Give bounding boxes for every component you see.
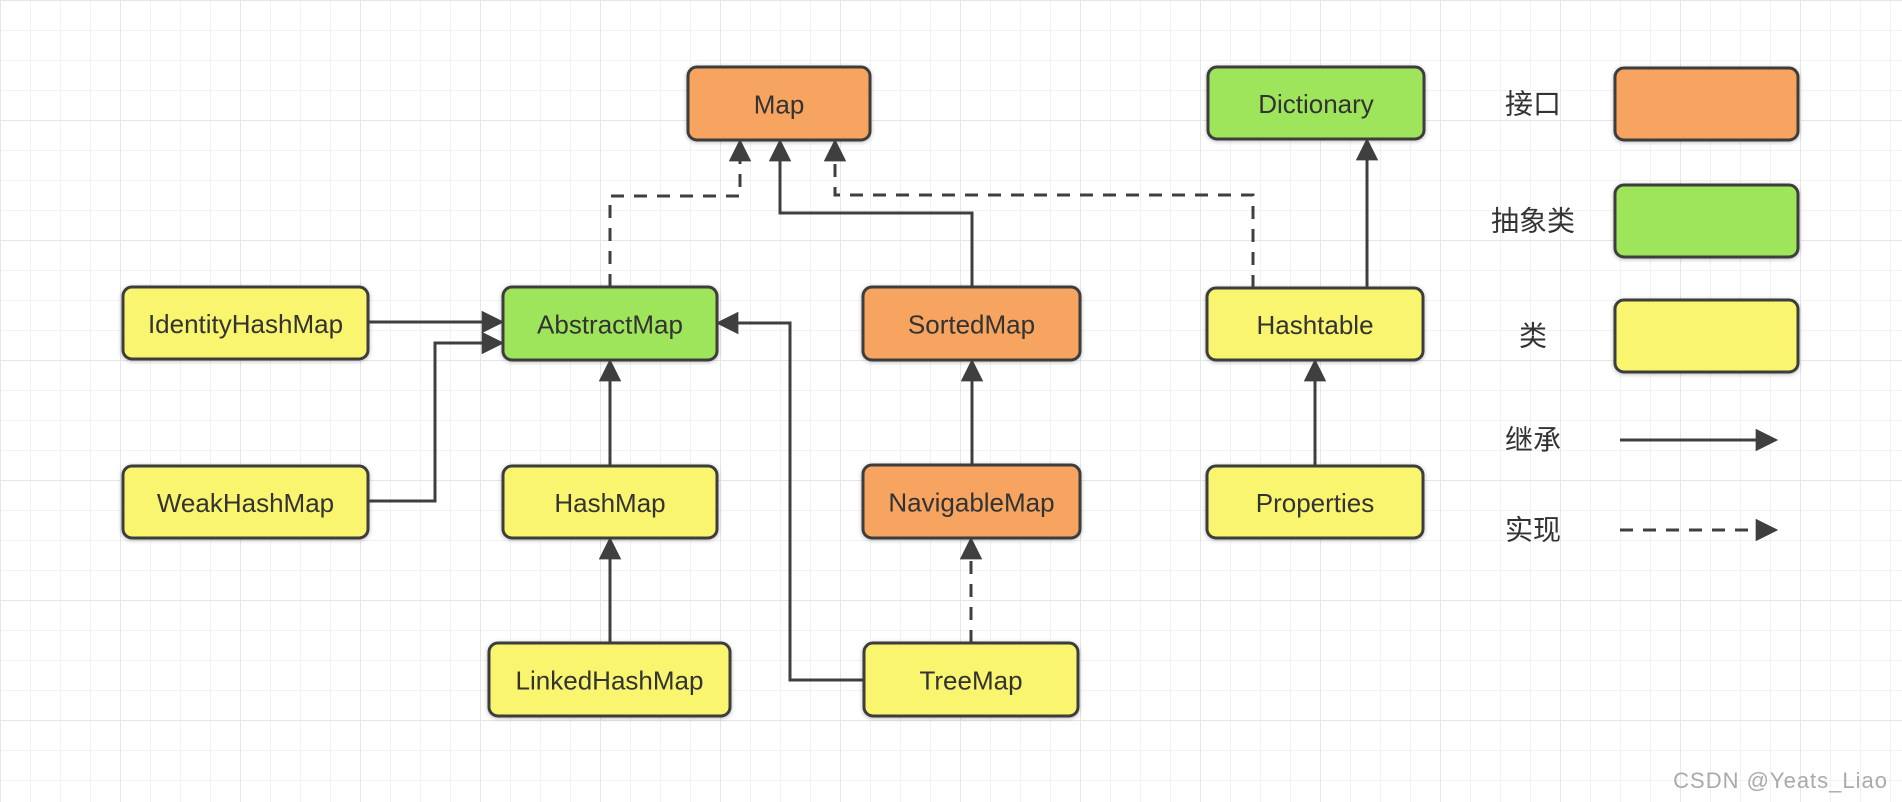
node-properties: Properties [1205, 464, 1425, 540]
node-label: AbstractMap [537, 310, 683, 340]
node-hashtable: Hashtable [1205, 286, 1425, 362]
legend-label: 接口 [1505, 89, 1561, 120]
legend-item-abstract: 抽象类 [1491, 183, 1800, 259]
legend-label: 类 [1519, 321, 1547, 352]
node-label: Hashtable [1256, 310, 1373, 340]
legend-swatch-class [1613, 298, 1800, 374]
node-label: IdentityHashMap [148, 309, 343, 339]
node-box-abstract [1206, 65, 1426, 141]
node-box-interface [861, 463, 1082, 540]
node-dictionary: Dictionary [1206, 65, 1426, 141]
edge-weakhashmap-abstractmap-extends [368, 331, 505, 503]
legend-label: 实现 [1505, 515, 1561, 546]
edge-layer [368, 137, 1379, 682]
edge-treemap-abstractmap-extends [715, 311, 864, 682]
legend-swatch-interface [1613, 66, 1800, 142]
node-navigablemap: NavigableMap [861, 463, 1082, 540]
legend-item-solid-arrow: 继承 [1505, 425, 1779, 456]
node-box-abstract [501, 285, 719, 362]
node-box-class [501, 464, 719, 540]
node-box-interface [686, 65, 872, 142]
edge-sortedmap-map-extends [768, 138, 974, 287]
node-linkedhashmap: LinkedHashMap [487, 641, 732, 718]
node-identityhashmap: IdentityHashMap [121, 285, 370, 361]
node-box-class [1205, 286, 1425, 362]
legend-label: 继承 [1505, 425, 1561, 456]
legend-label: 抽象类 [1491, 206, 1575, 237]
watermark: CSDN @Yeats_Liao [1673, 768, 1888, 793]
node-label: Properties [1256, 488, 1375, 518]
node-sortedmap: SortedMap [861, 285, 1082, 362]
legend-swatch-abstract [1613, 183, 1800, 259]
legend-item-dashed-arrow: 实现 [1505, 515, 1779, 546]
node-label: WeakHashMap [157, 488, 334, 518]
node-weakhashmap: WeakHashMap [121, 464, 370, 540]
node-label: NavigableMap [888, 488, 1054, 518]
node-label: TreeMap [919, 666, 1022, 696]
node-box-class [121, 464, 370, 540]
node-label: HashMap [554, 488, 665, 518]
node-label: Dictionary [1258, 89, 1374, 119]
node-box-interface [861, 285, 1082, 362]
legend-item-interface: 接口 [1505, 66, 1800, 142]
node-hashmap: HashMap [501, 464, 719, 540]
edge-abstractmap-map-implements [608, 138, 752, 287]
node-treemap: TreeMap [862, 641, 1080, 718]
node-box-class [121, 285, 370, 361]
edge-hashtable-map-implements [823, 138, 1255, 288]
node-box-class [862, 641, 1080, 718]
node-label: SortedMap [908, 310, 1035, 340]
node-label: Map [754, 90, 805, 120]
node-box-class [1205, 464, 1425, 540]
node-map: Map [686, 65, 872, 142]
node-label: LinkedHashMap [516, 666, 704, 696]
legend-item-class: 类 [1519, 298, 1800, 374]
node-box-class [487, 641, 732, 718]
node-abstractmap: AbstractMap [501, 285, 719, 362]
